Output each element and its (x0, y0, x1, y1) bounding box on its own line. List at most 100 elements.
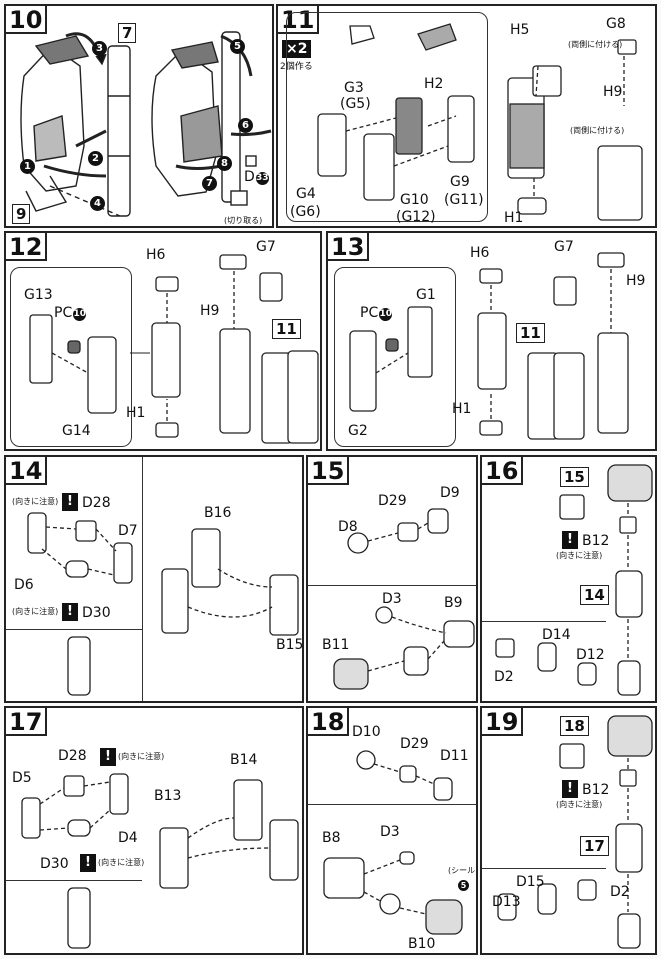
step-15-panel: 15 D29 D9 D8 D3 B9 B11 (306, 455, 478, 703)
part-label-d9: D9 (440, 485, 460, 501)
step-number: 16 (482, 457, 524, 485)
part-label-g7: G7 (256, 239, 276, 255)
part-label-h6: H6 (146, 247, 166, 263)
part-label-d10: D10 (352, 724, 381, 740)
step-17-illustration (21, 773, 299, 949)
part-label-d3: D3 (380, 824, 400, 840)
part-label-d12: D12 (576, 647, 605, 663)
step-19-panel: 19 18 ! B12 (向きに注意) 17 D15 D13 D2 (480, 706, 657, 955)
orientation-note: (向きに注意) (556, 800, 603, 809)
part-label-d28: D28 (82, 495, 111, 511)
part-label-g2: G2 (348, 423, 368, 439)
part-label-b8: B8 (322, 830, 341, 846)
step-13-panel: 13 G1 PC10 G2 H6 H1 G7 H9 11 (326, 231, 657, 451)
part-label-d4: D4 (118, 830, 138, 846)
warning-icon: ! (562, 531, 578, 549)
part-label-h9: H9 (626, 273, 646, 289)
step-14-panel: 14 ! D28 (向きに注意) D7 D6 ! D30 (向きに注意) B16… (4, 455, 304, 703)
part-label-d2: D2 (494, 669, 514, 685)
part-label-pc10: PC10 (54, 305, 87, 321)
part-label-h9: H9 (200, 303, 220, 319)
step-11-illustration (317, 23, 643, 221)
orientation-note-2: (向きに注意) (98, 858, 145, 867)
part-label-pc10: PC10 (360, 305, 393, 321)
part-label-d30: D30 (82, 605, 111, 621)
sub-assembly-box (10, 267, 132, 447)
step-number: 14 (6, 457, 48, 485)
divider (142, 457, 143, 701)
step-19-illustration (497, 715, 653, 949)
warning-icon: ! (62, 603, 78, 621)
step-12-panel: 12 G13 PC10 G14 H6 H1 G7 H9 11 (4, 231, 322, 451)
divider (6, 880, 142, 881)
seq-2: 2 (88, 151, 103, 166)
part-label-g6: (G6) (290, 204, 321, 220)
part-label-h5: H5 (510, 22, 530, 38)
part-label-b12: B12 (582, 533, 610, 549)
part-label-d5: D5 (12, 770, 32, 786)
part-label-b11: B11 (322, 637, 350, 653)
part-label-g12: (G12) (396, 209, 436, 225)
step-number: 17 (6, 708, 48, 736)
part-label-d28: D28 (58, 748, 87, 764)
part-label-h1: H1 (452, 401, 472, 417)
step-17-panel: 17 D28 ! (向きに注意) D5 D4 D30 ! (向きに注意) B13… (4, 706, 304, 955)
sticker-number: 5 (458, 880, 469, 891)
divider (482, 621, 606, 622)
part-label-d29: D29 (378, 493, 407, 509)
orientation-note: (向きに注意) (556, 551, 603, 560)
orientation-note-2: (向きに注意) (12, 607, 59, 616)
orientation-note-1: (向きに注意) (12, 497, 59, 506)
step-14-illustration (27, 512, 299, 696)
step-number: 15 (308, 457, 350, 485)
sub-assembly-box (286, 12, 488, 222)
seq-6: 6 (238, 118, 253, 133)
part-label-g9: G9 (450, 174, 470, 190)
warning-icon: ! (100, 748, 116, 766)
step-18-panel: 18 D10 D29 D11 D3 B8 (シール) 5 B10 (306, 706, 478, 955)
part-label-d15: D15 (516, 874, 545, 890)
attach-note-1: (両側に付ける) (568, 40, 623, 49)
ref-step-7: 7 (118, 23, 137, 43)
part-label-d6: D6 (14, 577, 34, 593)
step-16-illustration (495, 464, 653, 696)
part-label-b10: B10 (408, 936, 436, 952)
part-label-d3: D3 (382, 591, 402, 607)
part-label-g1: G1 (416, 287, 436, 303)
step-number: 13 (328, 233, 370, 261)
divider (308, 804, 476, 805)
part-label-b16: B16 (204, 505, 232, 521)
step-12-illustration (29, 254, 319, 444)
orientation-note-1: (向きに注意) (118, 752, 165, 761)
part-label-g13: G13 (24, 287, 53, 303)
part-label-g3: G3 (344, 80, 364, 96)
ref-step-11: 11 (516, 323, 545, 343)
sticker-note: (シール) (448, 866, 478, 875)
step-16-panel: 16 15 ! B12 (向きに注意) 14 D14 D12 D2 (480, 455, 657, 703)
part-label-d2: D2 (610, 884, 630, 900)
warning-icon: ! (62, 493, 78, 511)
seq-7: 7 (202, 176, 217, 191)
cut-note: (切り取る) (224, 216, 263, 225)
seq-4: 4 (90, 196, 105, 211)
divider (6, 629, 142, 630)
part-label-g8: G8 (606, 16, 626, 32)
part-label-h9: H9 (603, 84, 623, 100)
seq-3: 3 (92, 41, 107, 56)
part-label-d33: D33 (244, 169, 269, 185)
part-label-d30: D30 (40, 856, 69, 872)
part-label-g10: G10 (400, 192, 429, 208)
ref-step-14: 14 (580, 585, 609, 605)
part-label-d14: D14 (542, 627, 571, 643)
sub-assembly-box (334, 267, 456, 447)
step-11-panel: 11 ×2 2個作る G3 (G5) H2 G4 (G6) (276, 4, 657, 228)
part-label-h1: H1 (126, 405, 146, 421)
part-label-d13: D13 (492, 894, 521, 910)
seq-5: 5 (230, 39, 245, 54)
part-label-d29: D29 (400, 736, 429, 752)
part-label-g14: G14 (62, 423, 91, 439)
step-15-illustration (333, 508, 475, 690)
quantity-note: 2個作る (280, 62, 313, 72)
seq-1: 1 (20, 159, 35, 174)
